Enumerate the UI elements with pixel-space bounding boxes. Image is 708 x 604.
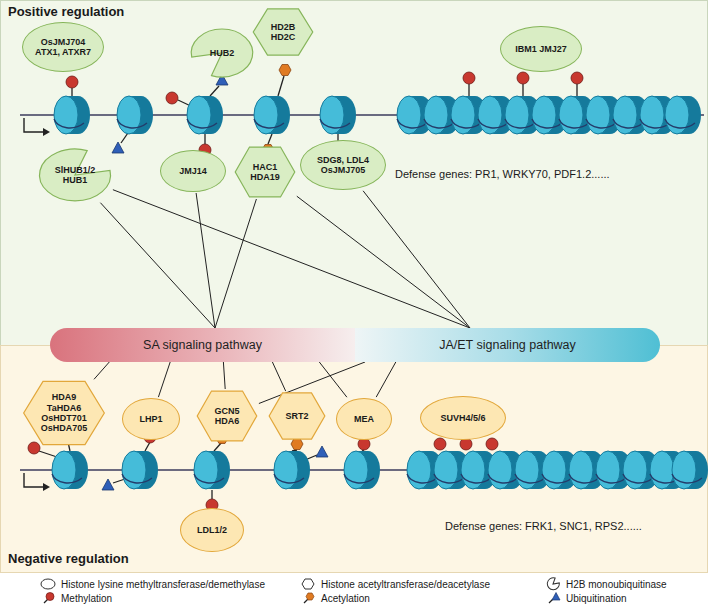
text-group: LHP1: [139, 414, 162, 424]
gene-note: Defense genes: PR1, WRKY70, PDF1.2......: [395, 168, 610, 180]
text-group: SlHUB1/2 HUB1: [53, 165, 97, 186]
legend-text: Histone lysine methyltransferase/demethy…: [61, 579, 265, 590]
text-group: SUVH4/5/6: [440, 413, 485, 423]
legend-text: Ubiquitination: [566, 593, 627, 604]
legend-symbol: [545, 591, 561, 604]
legend-item: Histone acetyltransferase/deacetylase: [300, 577, 490, 591]
protein-node: SDG8, LDL4 OsJMJ705: [300, 140, 386, 190]
protein-name: SDG8, LDL4 OsJMJ705: [309, 155, 376, 176]
legend-item: Histone lysine methyltransferase/demethy…: [40, 577, 265, 591]
protein-node: HD2B HD2C: [252, 8, 314, 56]
protein-node: HUB2: [190, 28, 254, 78]
text-group: LDL1/2: [197, 525, 227, 535]
protein-name: SUVH4/5/6: [440, 413, 485, 423]
legend-symbol: [300, 591, 316, 604]
panel-title: Positive regulation: [8, 4, 124, 19]
protein-node: HAC1 HDA19: [234, 146, 296, 198]
text-group: GCN5 HDA6: [207, 406, 248, 427]
protein-name: GCN5 HDA6: [207, 406, 248, 427]
text-group: SRT2: [285, 411, 308, 421]
protein-node: SlHUB1/2 HUB1: [38, 148, 112, 202]
dna-strands: [20, 115, 704, 470]
text-group: JA/ET signaling pathway: [439, 338, 576, 352]
text-group: HD2B HD2C: [263, 22, 304, 43]
protein-node: LDL1/2: [180, 508, 244, 552]
protein-name: JMJ14: [179, 166, 207, 176]
pathway-link: [272, 362, 285, 391]
protein-name: LDL1/2: [197, 525, 227, 535]
text-group: HAC1 HDA19: [245, 162, 286, 183]
panel-backgrounds: [1, 1, 708, 573]
pathway-name: SA signaling pathway: [143, 338, 262, 352]
protein-node: LHP1: [122, 398, 180, 440]
legend-text: Acetylation: [321, 593, 370, 604]
protein-node: MEA: [336, 398, 392, 440]
text-group: JMJ14: [179, 166, 207, 176]
protein-name: HD2B HD2C: [263, 22, 304, 43]
legend-symbol: [545, 577, 561, 591]
legend-text: Methylation: [61, 593, 112, 604]
protein-node: IBM1 JMJ27: [500, 26, 582, 72]
text-group: IBM1 JMJ27: [515, 44, 567, 54]
legend-text: Histone acetyltransferase/deacetylase: [321, 579, 490, 590]
protein-name: IBM1 JMJ27: [515, 44, 567, 54]
protein-node: HDA9 TaHDA6 OsHDT701 OsHDA705: [22, 380, 106, 446]
legend-symbol: [300, 577, 316, 591]
pathway-link: [363, 191, 470, 328]
pathway-link: [319, 362, 347, 397]
text-group: HDA9 TaHDA6 OsHDT701 OsHDA705: [36, 392, 91, 433]
legend-symbol: [40, 577, 56, 591]
protein-node: SRT2: [268, 392, 326, 440]
pathway-link: [297, 196, 470, 328]
text-group: SDG8, LDL4 OsJMJ705: [309, 155, 376, 176]
protein-name: SlHUB1/2 HUB1: [53, 165, 97, 186]
pathway-link: [223, 362, 225, 389]
protein-node: SUVH4/5/6: [420, 396, 506, 440]
pathway-link: [215, 199, 256, 328]
protein-name: HDA9 TaHDA6 OsHDT701 OsHDA705: [36, 392, 91, 433]
pathway-link: [196, 193, 215, 328]
protein-node: JMJ14: [160, 150, 226, 192]
protein-name: OsJMJ704 ATX1, ATXR7: [31, 37, 95, 58]
legend-text: H2B monoubiquitinase: [566, 579, 667, 590]
nucleosomes: [52, 96, 708, 489]
pathway-band: SA signaling pathway: [50, 328, 355, 362]
protein-node: GCN5 HDA6: [196, 390, 258, 442]
legend-item: Ubiquitination: [545, 591, 627, 604]
protein-name: HUB2: [210, 48, 235, 58]
protein-name: MEA: [354, 414, 374, 424]
text-group: MEA: [354, 414, 374, 424]
protein-node: OsJMJ704 ATX1, ATXR7: [22, 22, 104, 72]
mark-stems: [39, 76, 577, 499]
pathway-link: [376, 362, 396, 397]
pathway-name: JA/ET signaling pathway: [439, 338, 576, 352]
legend-item: Methylation: [40, 591, 112, 604]
gene-note: Defense genes: FRK1, SNC1, RPS2......: [445, 520, 642, 532]
panel-title: Negative regulation: [8, 551, 129, 566]
pathway-link: [94, 362, 109, 379]
protein-name: HAC1 HDA19: [245, 162, 286, 183]
pathway-link: [113, 190, 470, 328]
protein-name: LHP1: [139, 414, 162, 424]
text-group: SA signaling pathway: [143, 338, 262, 352]
text-group: OsJMJ704 ATX1, ATXR7: [31, 37, 95, 58]
legend-symbol: [40, 591, 56, 604]
protein-name: SRT2: [285, 411, 308, 421]
pathway-link: [100, 203, 215, 328]
text-group: HUB2: [210, 48, 235, 58]
legend-item: Acetylation: [300, 591, 370, 604]
histone-marks: [28, 65, 583, 512]
legend-item: H2B monoubiquitinase: [545, 577, 667, 591]
pathway-band: JA/ET signaling pathway: [355, 328, 660, 362]
pathway-link: [158, 362, 170, 397]
